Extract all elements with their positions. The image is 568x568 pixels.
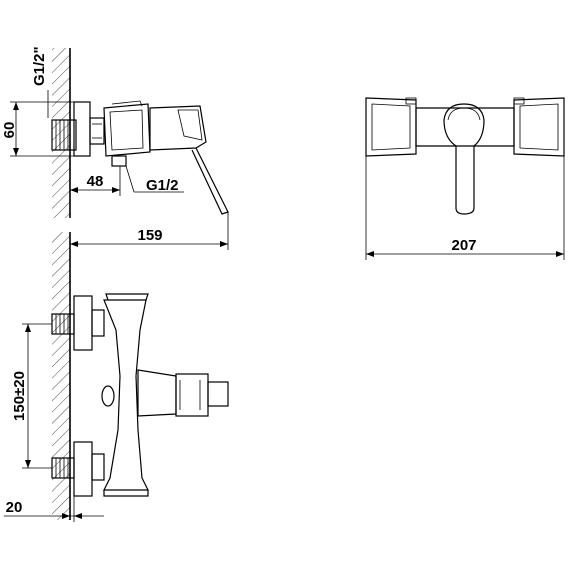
- front-flange-bottom: [73, 441, 93, 497]
- top-bar: [415, 107, 515, 147]
- dim-spacing-150: 150±20: [11, 371, 28, 421]
- side-body: [103, 103, 151, 157]
- dim-thread-side: G1/2: [146, 177, 179, 194]
- dim-offset-20: 20: [6, 499, 23, 516]
- side-lever-handle: [191, 147, 229, 215]
- side-nut: [89, 117, 105, 145]
- dim-thread-side-leader: [125, 165, 135, 193]
- front-outlet-tip: [207, 381, 229, 407]
- front-body: [103, 299, 149, 491]
- top-lever: [443, 103, 485, 215]
- top-left-end: [365, 97, 417, 157]
- side-outlet: [111, 155, 127, 167]
- front-arm: [137, 369, 177, 417]
- side-lever-housing: [149, 105, 207, 151]
- dim-length-159: 159: [137, 227, 162, 244]
- front-nut-bottom: [91, 453, 105, 481]
- front-nut-top: [91, 309, 105, 337]
- front-flange-top: [73, 295, 93, 351]
- dim-width-207: 207: [451, 237, 476, 254]
- wall-hatch-bottom: [52, 232, 70, 520]
- front-hub: [101, 385, 115, 407]
- dim-height-60: 60: [1, 122, 18, 139]
- side-view: G1/2" 60 48 G1/2 159: [1, 46, 229, 250]
- dim-depth-48: 48: [87, 173, 104, 190]
- top-right-end: [513, 97, 565, 157]
- top-view: 207: [365, 97, 565, 260]
- dim-thread-top: G1/2": [31, 46, 48, 86]
- wall-hatch-top: [52, 48, 70, 218]
- front-outlet-housing: [175, 373, 209, 417]
- front-view: 150±20 20: [4, 232, 229, 522]
